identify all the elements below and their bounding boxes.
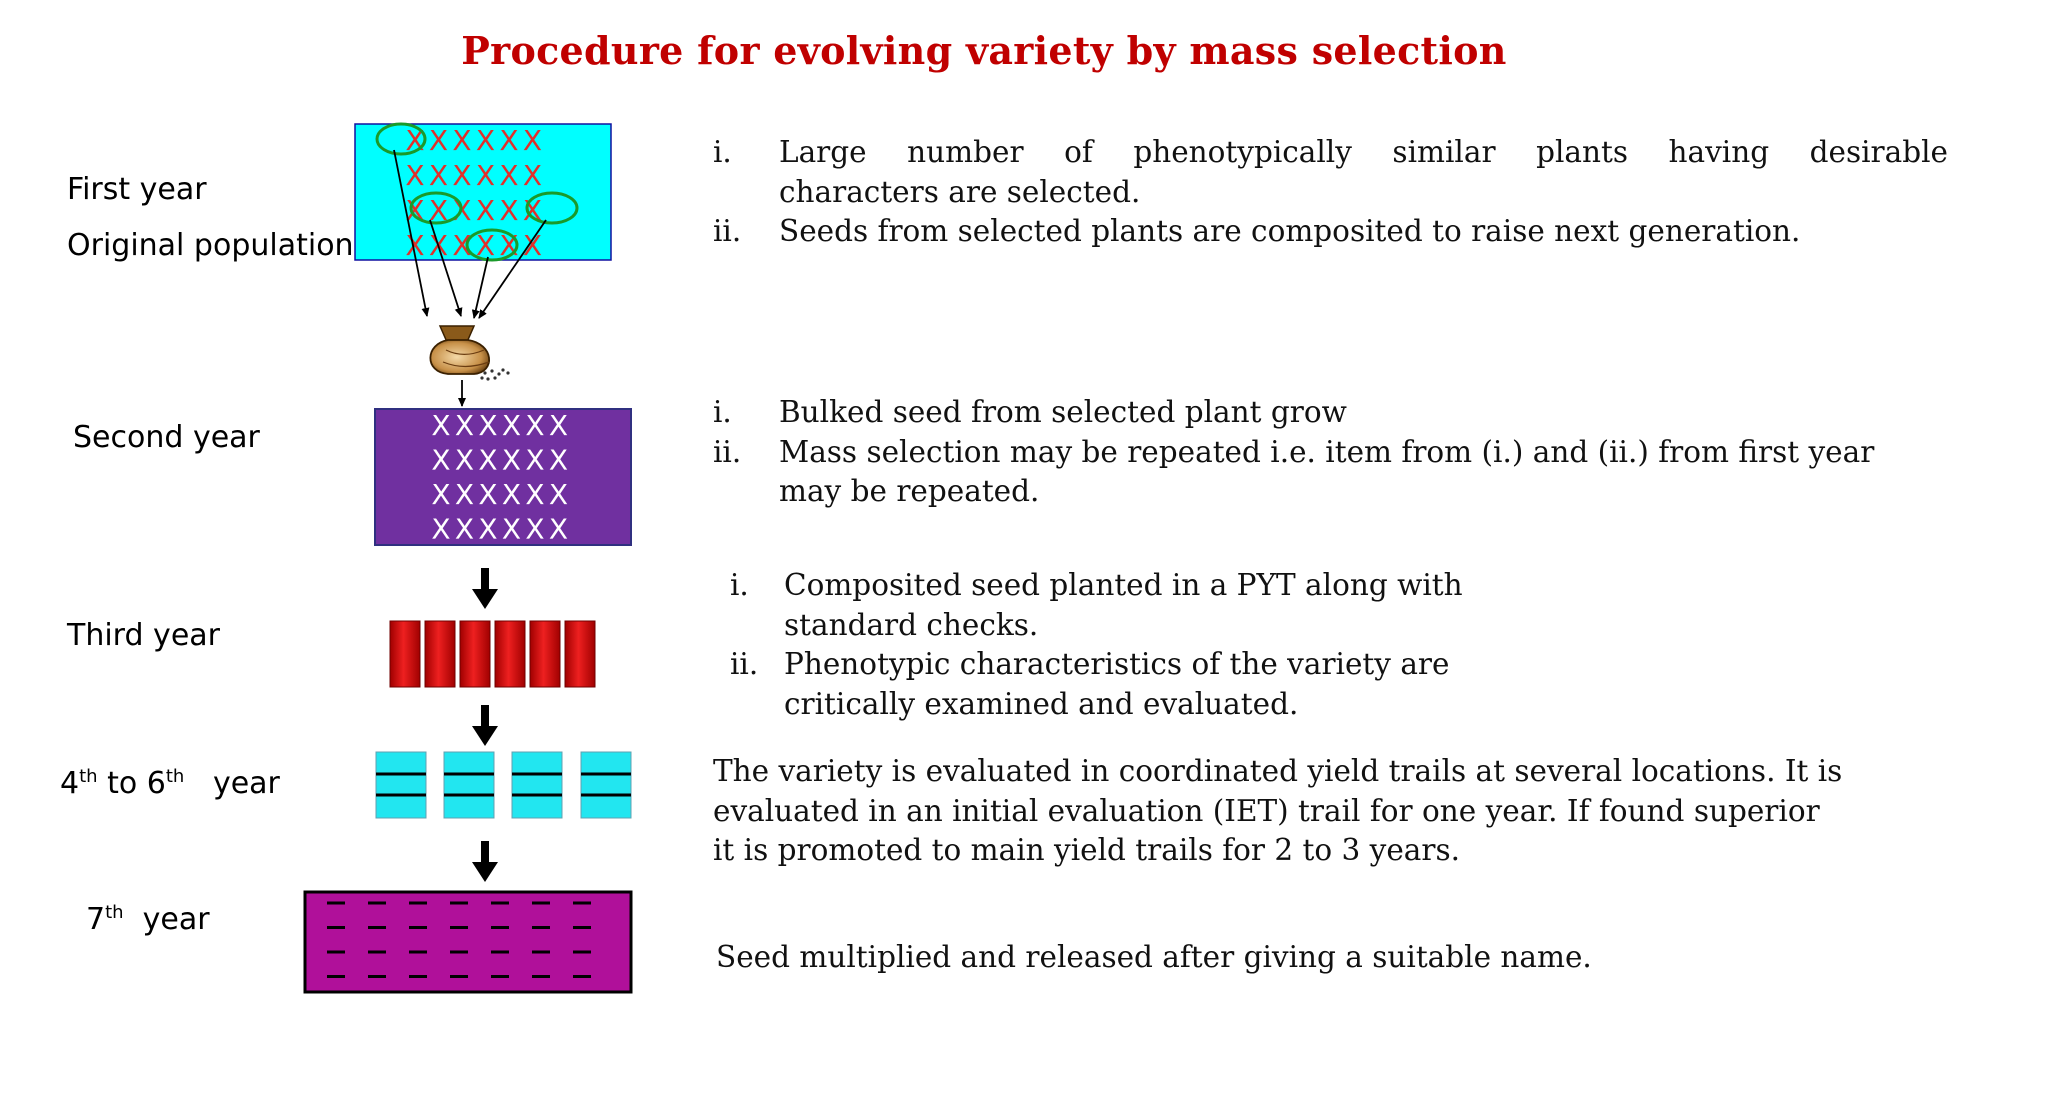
plant-mark: X xyxy=(502,444,521,477)
plant-mark: X xyxy=(452,229,471,262)
page-title: Procedure for evolving variety by mass s… xyxy=(461,28,1507,73)
plant-mark: X xyxy=(478,478,497,511)
plant-mark: X xyxy=(525,513,544,546)
plant-mark: X xyxy=(429,194,448,227)
plant-mark: X xyxy=(431,409,450,442)
plant-mark: X xyxy=(476,229,495,262)
yield-trial-plot xyxy=(375,751,427,819)
plant-mark: X xyxy=(525,478,544,511)
plant-mark: X xyxy=(405,159,424,192)
second-year-plot xyxy=(374,408,632,546)
second-year-description: i.Bulked seed from selected plant grow i… xyxy=(713,395,1875,508)
yield-trial-plot xyxy=(443,751,495,819)
plant-mark: X xyxy=(429,124,448,157)
plant-mark: X xyxy=(523,159,542,192)
fourth-to-sixth-year-label: 4th to 6th year xyxy=(60,766,280,801)
selection-circle xyxy=(465,228,519,262)
pyt-plot xyxy=(459,620,491,688)
plant-mark: X xyxy=(525,444,544,477)
plant-mark: X xyxy=(502,513,521,546)
pyt-plot xyxy=(494,620,526,688)
plant-mark: X xyxy=(525,409,544,442)
selected-plants xyxy=(375,122,579,262)
plant-mark: X xyxy=(455,409,474,442)
plant-mark: X xyxy=(455,444,474,477)
selection-circle xyxy=(375,122,427,156)
plant-mark: X xyxy=(549,444,568,477)
seed-bag-icon xyxy=(429,325,510,381)
plant-mark: X xyxy=(478,513,497,546)
yield-trial-plots xyxy=(375,751,632,819)
pyt-plot xyxy=(389,620,421,688)
plant-mark: X xyxy=(549,409,568,442)
first-year-label: First year xyxy=(67,172,207,207)
plant-mark: X xyxy=(502,478,521,511)
plant-mark: X xyxy=(502,409,521,442)
plant-mark: X xyxy=(478,444,497,477)
first-year-description: i.Large number of phenotypically similar… xyxy=(713,135,1948,248)
plant-mark: X xyxy=(455,478,474,511)
third-year-plots xyxy=(389,620,596,688)
plant-mark: X xyxy=(431,478,450,511)
seventh-year-description: Seed multiplied and released after givin… xyxy=(716,940,1592,974)
second-year-label: Second year xyxy=(73,420,260,455)
selection-circle xyxy=(409,191,463,225)
plant-mark: X xyxy=(523,229,542,262)
plant-mark: X xyxy=(429,159,448,192)
original-population-label: Original population xyxy=(67,228,354,263)
down-arrow-icon xyxy=(472,568,498,609)
plant-mark: X xyxy=(476,124,495,157)
plant-mark: X xyxy=(549,478,568,511)
plant-mark: X xyxy=(478,409,497,442)
yield-trial-plot xyxy=(511,751,563,819)
plant-mark: X xyxy=(549,513,568,546)
selection-circle xyxy=(525,191,579,225)
plant-mark: X xyxy=(499,159,518,192)
seed-multiplication-rows xyxy=(327,901,591,978)
down-arrow-icon xyxy=(472,841,498,882)
pyt-plot xyxy=(529,620,561,688)
plant-mark: X xyxy=(455,513,474,546)
down-arrow-icon xyxy=(472,705,498,746)
pyt-plot xyxy=(424,620,456,688)
third-year-label: Third year xyxy=(67,618,220,653)
plant-mark: X xyxy=(523,124,542,157)
plant-mark: X xyxy=(476,159,495,192)
yield-trial-plot xyxy=(580,751,632,819)
selection-arrows xyxy=(393,149,547,319)
plant-mark: X xyxy=(452,124,471,157)
plant-mark: X xyxy=(476,194,495,227)
third-year-description: i.Composited seed planted in a PYT along… xyxy=(730,568,1463,721)
first-year-plot xyxy=(354,123,612,261)
plant-mark: X xyxy=(499,194,518,227)
seventh-year-label: 7th year xyxy=(86,902,210,937)
plant-mark: X xyxy=(405,229,424,262)
pyt-plot xyxy=(564,620,596,688)
plant-mark: X xyxy=(499,124,518,157)
yield-trial-description: The variety is evaluated in coordinated … xyxy=(713,754,1843,867)
plant-mark: X xyxy=(452,159,471,192)
plant-mark: X xyxy=(431,513,450,546)
plant-mark: X xyxy=(431,444,450,477)
